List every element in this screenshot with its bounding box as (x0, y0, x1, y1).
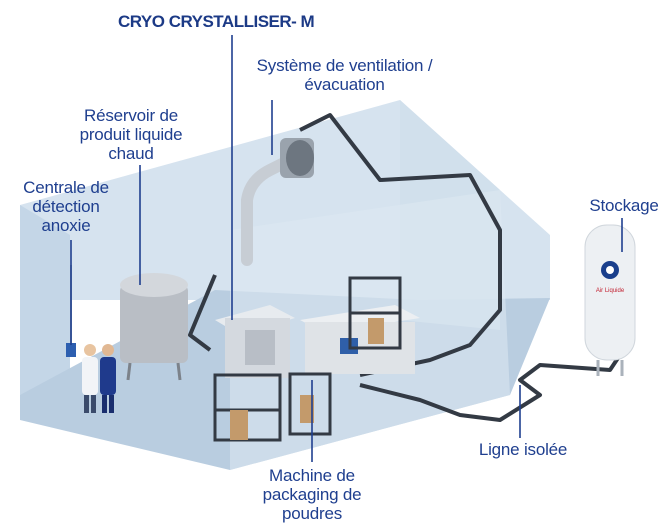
cryo-crystalliser (213, 305, 295, 442)
label-machine-line-3: poudres (281, 504, 343, 523)
diagram-title: CRYO CRYSTALLISER- M (118, 12, 315, 31)
label-detection-line-1: Centrale de (23, 178, 109, 197)
label-ventilation-line-2: évacuation (304, 75, 385, 94)
label-stockage: Stockage (589, 196, 659, 215)
storage-tank: Air Liquide (584, 224, 636, 376)
label-machine-line-1: Machine de (269, 466, 355, 485)
tank-brand-logo: Air Liquide (596, 288, 625, 294)
label-detection-line-3: anoxie (41, 216, 91, 235)
label-ventilation-line-1: Système de ventilation / (256, 56, 433, 75)
label-machine: Machine de packaging de poudres (244, 466, 380, 523)
room-left-wall (20, 205, 70, 420)
label-ventilation: Système de ventilation / évacuation (232, 56, 457, 94)
packaging-machine (288, 276, 420, 436)
insulated-pipe (188, 113, 622, 422)
label-reservoir-line-2: produit liquide (79, 125, 183, 144)
label-machine-line-2: packaging de (262, 485, 362, 504)
operators (82, 344, 116, 413)
label-detection-line-2: détection (32, 197, 100, 216)
leader-lines (70, 35, 623, 462)
label-ligne-isolee: Ligne isolée (478, 440, 568, 459)
label-reservoir-line-3: chaud (108, 144, 154, 163)
label-reservoir: Réservoir de produit liquide chaud (56, 106, 206, 163)
label-detection: Centrale de détection anoxie (0, 178, 132, 235)
reservoir-tank (120, 273, 188, 381)
label-reservoir-line-1: Réservoir de (84, 106, 178, 125)
ventilation-duct (241, 138, 314, 266)
